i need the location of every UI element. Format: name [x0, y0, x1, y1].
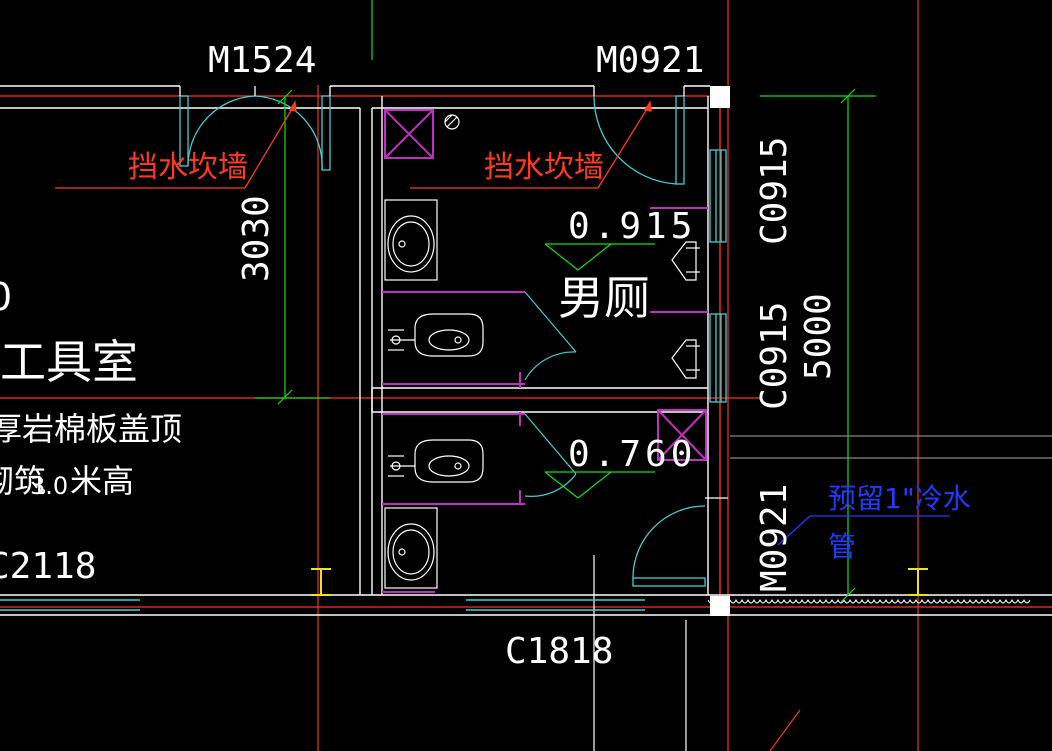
label-m1524: M1524	[208, 40, 316, 81]
wall-hatch-strip	[729, 598, 1031, 604]
elevation-0915: 0.915	[568, 206, 696, 247]
dim-3030: 3030	[236, 195, 277, 282]
partitions	[382, 109, 708, 593]
label-m0921-top: M0921	[596, 40, 704, 81]
label-c0915-upper: C0915	[754, 137, 795, 245]
dim-5000: 5000	[798, 293, 839, 380]
room-partial-char: 0	[0, 275, 12, 319]
fixtures	[384, 114, 700, 589]
note-height-b: 3.0	[30, 472, 68, 500]
doors	[179, 86, 728, 587]
note-height-a: 砌筑	[0, 462, 46, 500]
label-c1818: C1818	[505, 631, 613, 672]
label-c2118-partial: C2118	[0, 546, 96, 587]
dimension-lines	[255, 88, 876, 603]
annotation-cold-water-2: 管	[828, 530, 856, 563]
room-tool-room: 工具室	[0, 335, 138, 389]
note-height-c: 米高	[70, 462, 134, 500]
note-roof: 厚岩棉板盖顶	[0, 410, 182, 448]
blue-leader	[777, 515, 950, 546]
elevation-0760: 0.760	[568, 434, 696, 475]
annotation-water-wall-right: 挡水坎墙	[484, 150, 604, 185]
yellow-columns	[311, 568, 928, 596]
annotation-water-wall-left: 挡水坎墙	[128, 150, 248, 185]
room-mens-toilet: 男厕	[558, 271, 650, 325]
label-m0921-side: M0921	[754, 484, 795, 592]
windows	[709, 149, 727, 403]
wall-column-top	[710, 86, 730, 108]
label-c0915-lower: C0915	[754, 302, 795, 410]
stall-doors	[524, 291, 577, 497]
annotation-cold-water-1: 预留1"冷水	[828, 482, 971, 515]
leader-lines	[55, 100, 652, 189]
wall-hatch-small	[707, 598, 727, 604]
